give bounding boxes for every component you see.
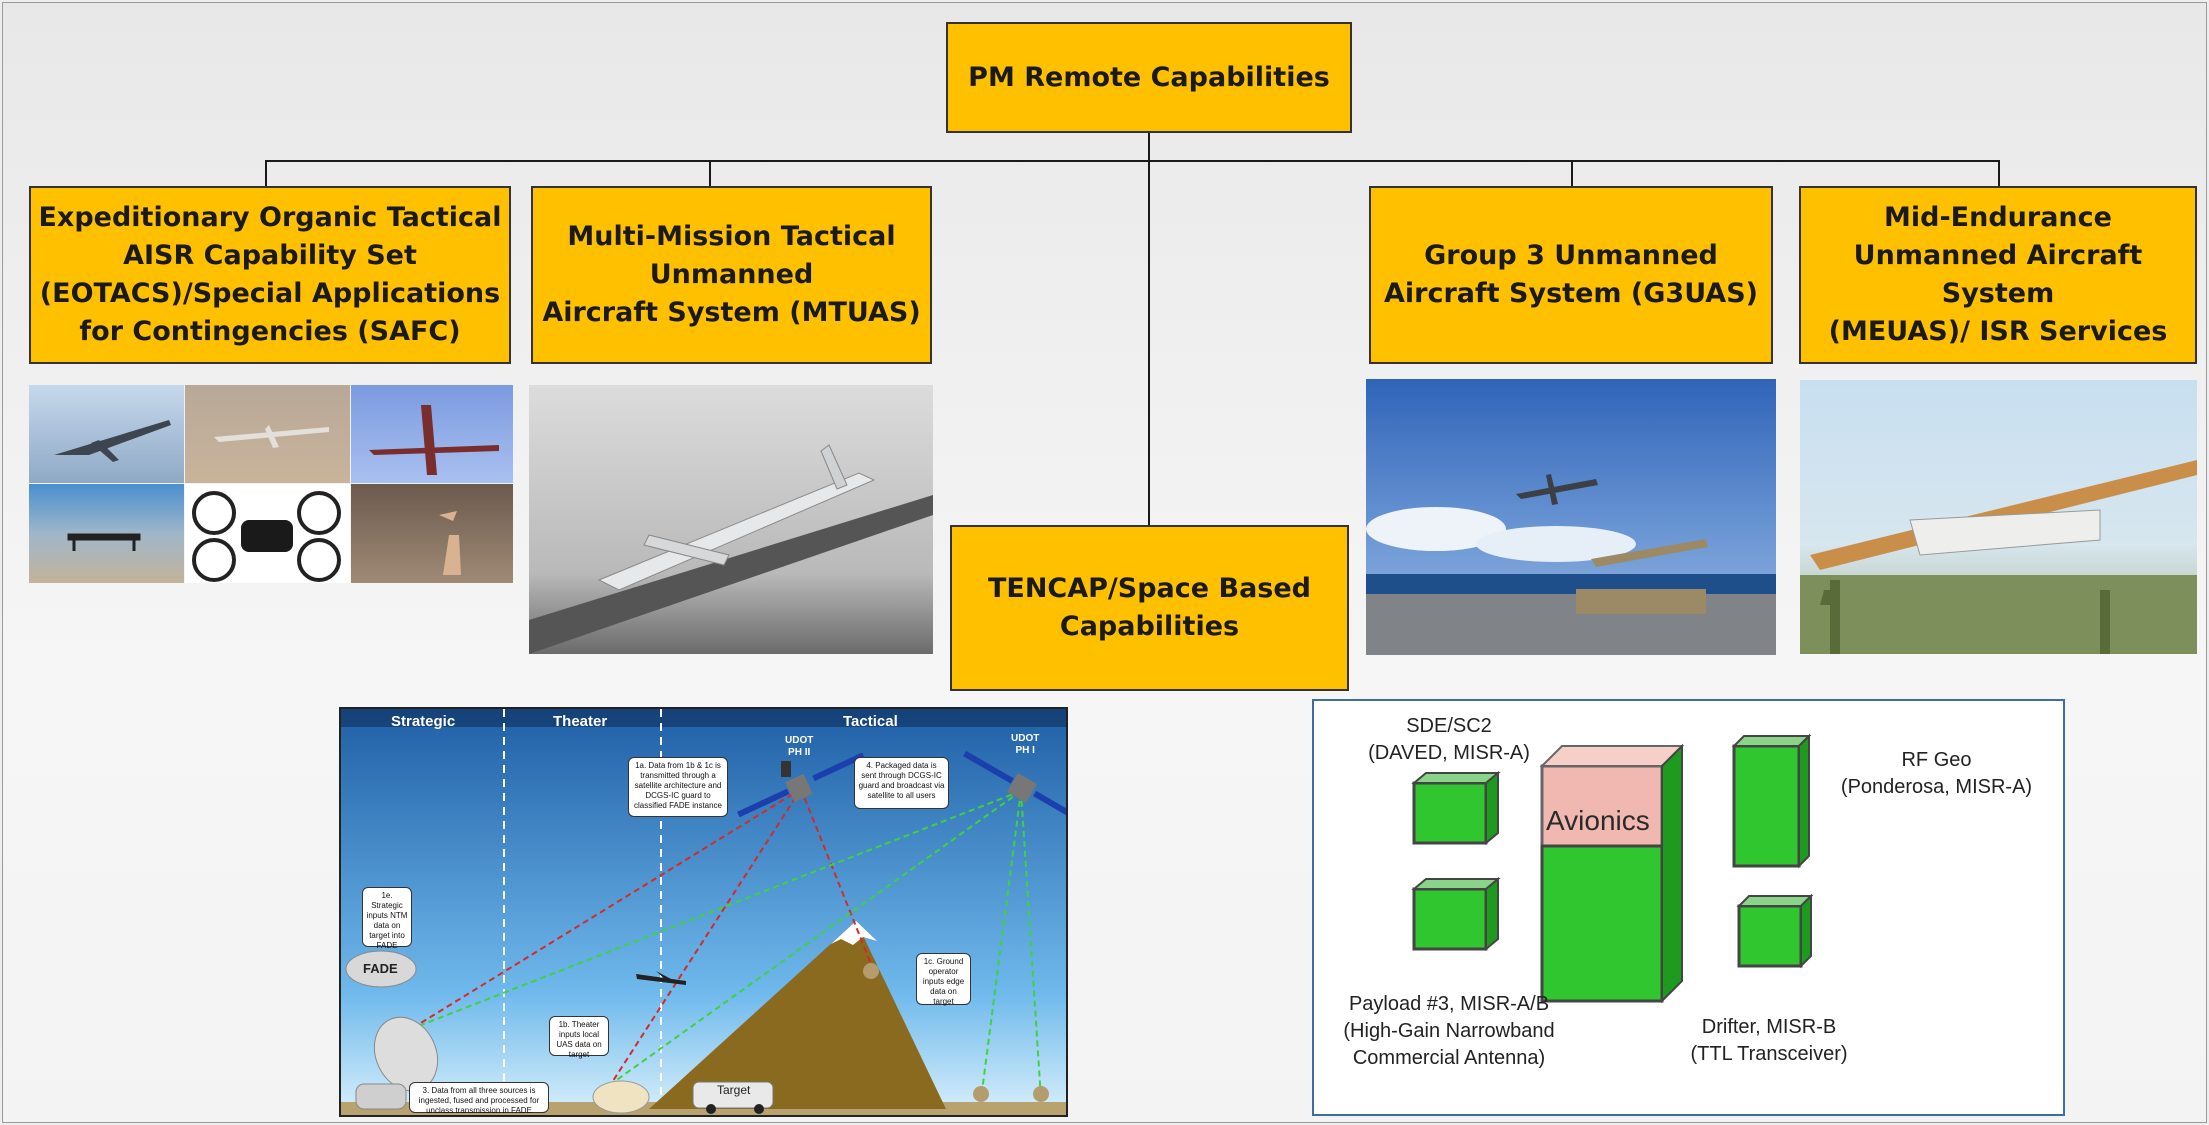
g3uas-box: Group 3 Unmanned Aircraft System (G3UAS) <box>1369 186 1773 364</box>
mtuas-box: Multi-Mission Tactical Unmanned Aircraft… <box>531 186 932 364</box>
cloud-1 <box>1366 507 1506 551</box>
satellite-ph1-label: UDOT PH I <box>1011 733 1040 756</box>
link-green-3 <box>980 790 1022 1100</box>
eotacs-photo-collage <box>29 385 513 583</box>
avionics-label: Avionics <box>1546 805 1650 836</box>
connector-mtuas <box>709 160 711 186</box>
quad-rotor-4 <box>297 538 341 582</box>
quad-rotor-1 <box>192 491 236 535</box>
eotacs-box: Expeditionary Organic Tactical AISR Capa… <box>29 186 511 364</box>
zone-theater-label: Theater <box>553 713 608 730</box>
cubesat-drifter <box>1736 893 1814 969</box>
zone-tactical-label: Tactical <box>843 713 898 730</box>
link-red-2 <box>610 788 802 1085</box>
fade-cloud <box>345 950 417 988</box>
uav-wing <box>643 534 730 566</box>
uav-aircraft <box>636 971 686 985</box>
fade-architecture-diagram: Strategic Theater Tactical UDOT PH II UD… <box>339 707 1068 1117</box>
nano-uas-silhouette <box>439 511 461 575</box>
cubesat-sde <box>1411 770 1501 846</box>
target-label: Target <box>717 1083 751 1097</box>
cubesat-payload <box>1411 876 1501 952</box>
connector-eotacs <box>265 160 267 186</box>
mtuas-photo <box>529 385 933 654</box>
uav-in-flight <box>1516 474 1598 505</box>
satellite-ph2 <box>737 752 865 818</box>
note-1c: 1c. Ground operator inputs edge data on … <box>916 953 971 1006</box>
ground-operators <box>863 963 1049 1102</box>
uas-silhouette-3 <box>369 405 499 475</box>
photo-sky-uas <box>29 385 184 483</box>
uas-silhouette-2 <box>214 425 329 448</box>
connector-meuas <box>1998 160 2000 186</box>
link-red-3 <box>800 788 872 965</box>
uav-tail <box>820 444 848 490</box>
mountain-snowcap <box>831 921 877 945</box>
zone-strategic-label: Strategic <box>391 713 456 730</box>
link-red-1 <box>410 788 802 1030</box>
cubesat-avionics-stack <box>1539 743 1685 1004</box>
launcher-truck <box>1576 539 1708 614</box>
label-drifter: Drifter, MISR-B (TTL Transceiver) <box>1690 1016 1848 1065</box>
quad-body <box>241 520 293 552</box>
satellite-ph2-label: UDOT PH II <box>785 735 814 758</box>
photo-hand-nano <box>351 484 513 583</box>
uav-fuselage <box>597 472 876 591</box>
tencap-box: TENCAP/Space Based Capabilities <box>950 525 1349 691</box>
ground-dish <box>355 1016 439 1110</box>
saguaro-cactus-2 <box>2100 590 2110 654</box>
zone-header-bar <box>341 709 1066 727</box>
quad-rotor-2 <box>297 491 341 535</box>
desert-scrub <box>1800 575 2197 654</box>
root-box: PM Remote Capabilities <box>946 22 1352 133</box>
cloud-2 <box>1476 526 1636 562</box>
uav-body <box>1909 509 2101 556</box>
quad-rotor-3 <box>192 538 236 582</box>
link-green-2 <box>610 790 1022 1085</box>
meuas-box: Mid-Endurance Unmanned Aircraft System (… <box>1799 186 2197 364</box>
cubesat-panel: Avionics SDE/SC2 (DAVED, MISR-A) RF Geo … <box>1312 699 2065 1116</box>
label-rfgeo: RF Geo (Ponderosa, MISR-A) <box>1840 749 2033 798</box>
label-payload: Payload #3, MISR-A/B (High-Gain Narrowba… <box>1343 993 1555 1069</box>
connector-root-down <box>1148 133 1150 525</box>
link-green-1 <box>410 790 1022 1030</box>
note-4: 4. Packaged data is sent through DCGS-IC… <box>854 757 949 809</box>
note-1e: 1e. Strategic inputs NTM data on target … <box>362 887 412 950</box>
quad-silhouette-1 <box>67 533 141 551</box>
note-3: 3. Data from all three sources is ingest… <box>409 1082 549 1115</box>
connector-horizontal <box>265 160 2000 162</box>
satellite-ph1 <box>963 750 1066 824</box>
connector-g3uas <box>1571 160 1573 186</box>
saguaro-cactus-1 <box>1820 580 1840 654</box>
target-van <box>692 1081 774 1114</box>
fade-label: FADE <box>363 961 398 976</box>
g3uas-photo <box>1366 379 1776 655</box>
theater-station <box>592 1080 650 1114</box>
launcher-rail <box>529 495 933 654</box>
ship-deck <box>1366 594 1776 655</box>
uas-silhouette-1 <box>54 420 171 462</box>
meuas-photo <box>1800 380 2197 654</box>
note-1b: 1b. Theater inputs local UAS data on tar… <box>549 1016 609 1059</box>
label-sde: SDE/SC2 (DAVED, MISR-A) <box>1368 715 1530 764</box>
sea <box>1366 574 1776 594</box>
cubesat-rfgeo <box>1731 733 1812 869</box>
note-1a: 1a. Data from 1b & 1c is transmitted thr… <box>628 757 728 817</box>
link-green-4 <box>1020 790 1042 1100</box>
